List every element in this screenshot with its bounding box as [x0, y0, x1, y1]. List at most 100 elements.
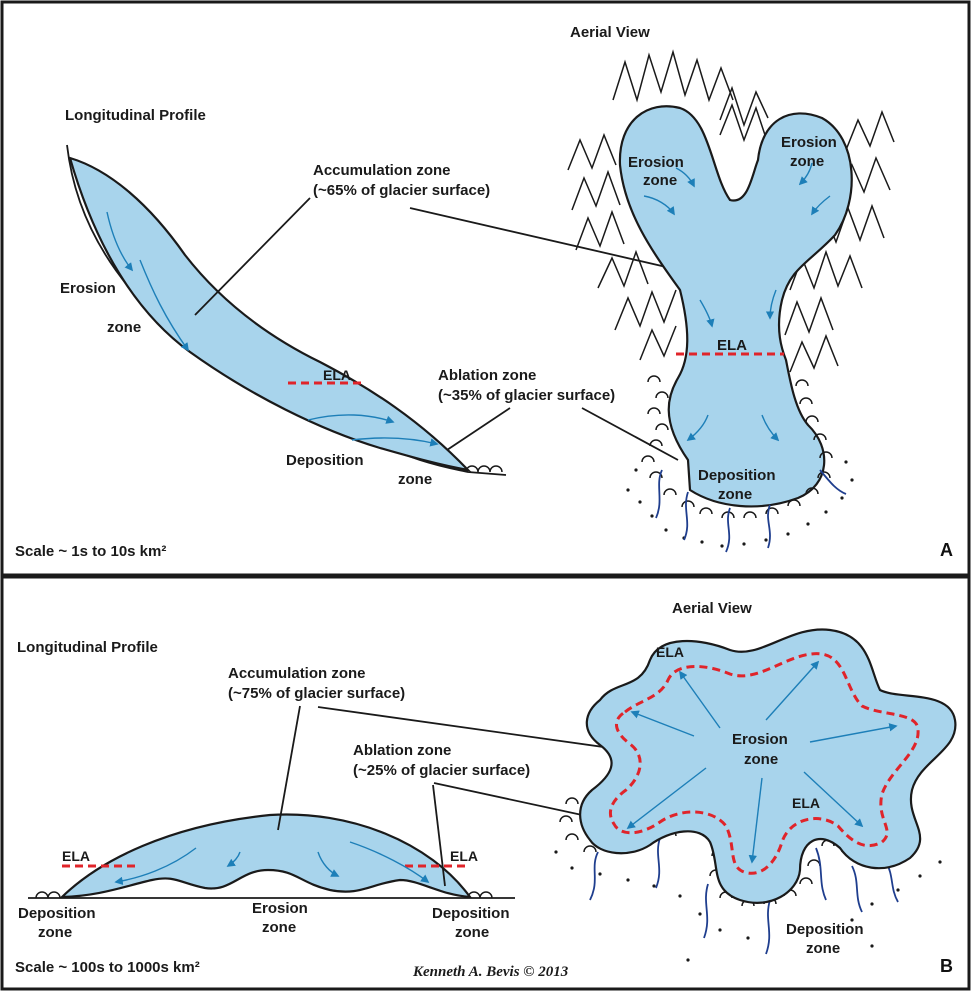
accumulation-label-b: Accumulation zone	[228, 665, 366, 682]
panel-letter-b: B	[940, 956, 953, 976]
outwash-dot	[718, 928, 722, 932]
erosion-label-b-aerial: Erosion	[732, 731, 788, 748]
meltwater-stream	[819, 469, 847, 495]
erosion-label-a-profile: zone	[107, 319, 141, 336]
outwash-dot	[570, 866, 574, 870]
ablation-label-b: (~25% of glacier surface)	[353, 762, 530, 779]
ice-cap-aerial-b	[579, 628, 957, 904]
outwash-dot	[638, 500, 642, 504]
deposition-label-a-profile: zone	[398, 471, 432, 488]
deposition-label-a-aerial: zone	[718, 486, 752, 503]
outwash-dot	[700, 540, 704, 544]
profile-title-b: Longitudinal Profile	[17, 639, 158, 656]
deposition-label-b-right: zone	[455, 924, 489, 941]
mountain-ridge	[614, 289, 677, 331]
flow-arrow	[699, 299, 715, 328]
mountain-ridge	[719, 102, 767, 143]
outwash-dot	[720, 544, 724, 548]
deposition-label-a-profile: Deposition	[286, 452, 364, 469]
scale-label-a: Scale ~ 1s to 10s km²	[15, 543, 166, 560]
outwash-dots-a	[626, 460, 854, 548]
panel-a-aerial: Aerial View	[567, 24, 895, 553]
aerial-title-a: Aerial View	[570, 24, 650, 41]
outwash-dot	[746, 936, 750, 940]
meltwater-stream	[851, 865, 863, 913]
flow-arrow	[643, 195, 675, 216]
flow-arrow	[675, 167, 695, 188]
outwash-dot	[626, 878, 630, 882]
ablation-leader-a-profile	[446, 407, 511, 451]
accumulation-label-b: (~75% of glacier surface)	[228, 685, 405, 702]
flow-arrow	[803, 771, 864, 828]
glacier-profile-a	[68, 156, 472, 472]
outwash-dot	[678, 894, 682, 898]
mountain-ridge	[612, 49, 734, 103]
mountain-ridge	[789, 333, 839, 373]
deposition-label-b-left: Deposition	[18, 905, 96, 922]
accumulation-leader-a-aerial	[409, 207, 689, 273]
flow-arrow	[811, 195, 831, 216]
deposition-label-a-aerial: Deposition	[698, 467, 776, 484]
erosion-label-a-left: Erosion	[628, 154, 684, 171]
outwash-dot	[650, 514, 654, 518]
erosion-label-a-profile: Erosion	[60, 280, 116, 297]
outwash-dot	[686, 958, 690, 962]
flow-arrow	[798, 162, 813, 186]
mountain-ridge	[784, 295, 834, 336]
flow-arrow	[351, 437, 439, 447]
panel-b-profile: Longitudinal Profile ELA ELA Deposition …	[17, 639, 515, 941]
outwash-dot	[786, 532, 790, 536]
outwash-dot	[652, 884, 656, 888]
outwash-dot	[870, 902, 874, 906]
outwash-dot	[698, 912, 702, 916]
erosion-label-a-right: Erosion	[781, 134, 837, 151]
outwash-dot	[764, 538, 768, 542]
panel-a-profile: Longitudinal Profile Erosion zone ELA De…	[60, 107, 511, 488]
outwash-dot	[742, 542, 746, 546]
meltwater-stream	[655, 469, 663, 519]
moraine-arcs-a	[641, 375, 833, 519]
outwash-dot	[870, 944, 874, 948]
outwash-dot	[634, 468, 638, 472]
ela-label-b-aerial-top: ELA	[656, 644, 684, 660]
outwash-dot	[824, 510, 828, 514]
meltwater-stream	[655, 837, 661, 889]
flow-arrow	[679, 670, 721, 729]
ela-label-b-profile-left: ELA	[62, 848, 90, 864]
ice-cap-profile-b	[59, 813, 473, 899]
moraine-left-b	[35, 891, 61, 899]
meltwater-stream	[683, 491, 689, 541]
flow-arrow	[139, 259, 189, 352]
meltwater-stream	[765, 899, 771, 955]
flow-arrow	[748, 777, 763, 864]
flow-arrow	[761, 414, 780, 442]
meltwater-streams-a	[655, 469, 847, 553]
outwash-dot	[840, 496, 844, 500]
ablation-label-a: (~35% of glacier surface)	[438, 387, 615, 404]
ablation-leader-a-aerial	[581, 407, 679, 461]
flow-arrow	[317, 851, 340, 877]
erosion-label-a-left: zone	[643, 172, 677, 189]
outwash-dot	[850, 478, 854, 482]
ela-label-a-aerial: ELA	[717, 337, 747, 354]
erosion-label-b-profile: Erosion	[252, 900, 308, 917]
meltwater-stream	[725, 507, 731, 553]
aerial-title-b: Aerial View	[672, 600, 752, 617]
mountain-ridge	[719, 85, 769, 128]
ablation-label-b: Ablation zone	[353, 742, 451, 759]
mountain-ridge	[575, 209, 625, 251]
flow-arrow	[226, 851, 241, 867]
ela-label-b-profile-right: ELA	[450, 848, 478, 864]
outwash-dot	[806, 522, 810, 526]
ablation-leader-b-profile	[432, 784, 446, 887]
flow-arrow	[626, 767, 707, 830]
outwash-dot	[554, 850, 558, 854]
outwash-dot	[626, 488, 630, 492]
panel-b: Longitudinal Profile ELA ELA Deposition …	[0, 575, 971, 991]
outwash-dot	[896, 888, 900, 892]
flow-arrow	[809, 723, 898, 743]
outwash-dot	[598, 872, 602, 876]
credit-text: Kenneth A. Bevis © 2013	[412, 964, 569, 980]
ablation-label-a: Ablation zone	[438, 367, 536, 384]
